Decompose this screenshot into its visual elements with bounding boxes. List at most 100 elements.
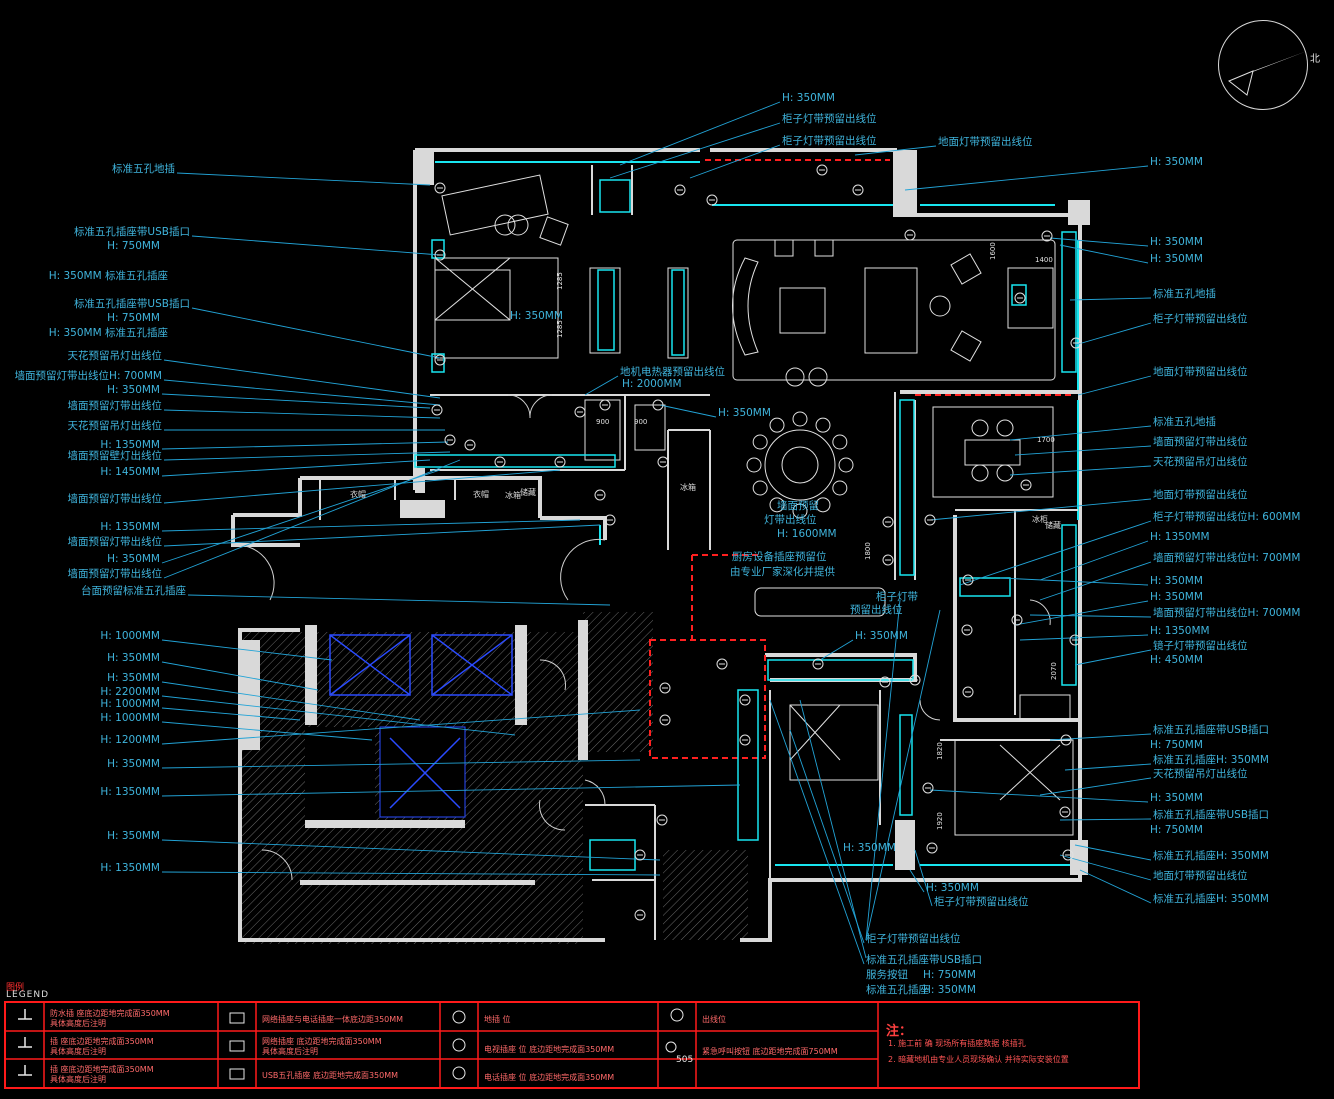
right-labels-24: 标准五孔插座带USB插口: [1153, 809, 1270, 821]
room-tag: 冰柜: [1032, 514, 1048, 524]
left-labels-1: 标准五孔插座带USB插口: [73, 226, 190, 238]
right-labels-6: 标准五孔地插: [1153, 416, 1216, 428]
legend-grid: [6, 1003, 879, 1087]
leader-lines: [161, 101, 1152, 965]
leader-line: [1039, 777, 1152, 796]
dining-chair: [752, 480, 768, 496]
interior-labels-1: 地机电热器预留出线位: [620, 366, 725, 378]
dining-chair: [769, 417, 785, 433]
left-labels-5: H: 750MM: [107, 312, 160, 324]
leader-line: [161, 459, 431, 477]
leader-line: [914, 849, 933, 907]
leader-line: [659, 404, 717, 418]
leader-line: [1074, 322, 1152, 346]
bottom-labels-2: H: 750MM: [923, 969, 976, 981]
leader-line: [689, 144, 781, 179]
right-labels-14: H: 350MM: [1150, 591, 1203, 603]
outlet-icon: [816, 164, 828, 176]
left-labels-7: 天花预留吊灯出线位: [67, 350, 163, 362]
leader-line: [865, 609, 941, 941]
leader-line: [1019, 634, 1149, 641]
wall-fills: [240, 150, 1090, 885]
top-labels-0: H: 350MM: [782, 92, 835, 104]
furniture: [434, 174, 1074, 836]
right-labels-0: H: 350MM: [1150, 156, 1203, 168]
outlet-icon: [962, 686, 974, 698]
top-labels-3: 地面灯带预留出线位: [938, 136, 1033, 148]
right-labels-20: H: 750MM: [1150, 739, 1203, 751]
right-labels-28: 标准五孔插座H: 350MM: [1153, 893, 1269, 905]
interior-labels-3: H: 350MM: [718, 407, 771, 419]
interior-labels-11: H: 350MM: [855, 630, 908, 642]
left-labels-16: H: 1350MM: [100, 521, 160, 533]
leader-line: [176, 172, 431, 186]
left-labels-19: 墙面预留灯带出线位: [67, 568, 163, 580]
left-labels-21: H: 1000MM: [100, 630, 160, 642]
right-labels-10: 柜子灯带预留出线位H: 600MM: [1153, 511, 1301, 523]
left-labels-26: H: 1000MM: [100, 712, 160, 724]
left-labels-9: H: 350MM: [107, 384, 160, 396]
left-labels-8: 墙面预留灯带出线位H: 700MM: [14, 370, 162, 382]
dining-chair: [769, 497, 785, 513]
left-labels-15: 墙面预留灯带出线位: [67, 493, 163, 505]
outlet-icon: [882, 554, 894, 566]
leader-line: [1009, 465, 1152, 476]
outlet-icon: [1070, 337, 1082, 349]
right-labels-21: 标准五孔插座H: 350MM: [1153, 754, 1269, 766]
right-labels-4: 柜子灯带预留出线位: [1153, 313, 1248, 325]
right-labels-13: H: 350MM: [1150, 575, 1203, 587]
dimension-text: 1285: [556, 272, 564, 290]
right-labels-8: 天花预留吊灯出线位: [1153, 456, 1248, 468]
room-tag: 衣帽: [350, 489, 366, 499]
interior-labels-6: H: 1600MM: [777, 528, 837, 540]
leader-line: [161, 695, 516, 736]
outlet-icon: [656, 814, 668, 826]
left-labels-10: 墙面预留灯带出线位: [67, 400, 163, 412]
dining-chair: [792, 411, 808, 427]
legend-word: LEGEND: [6, 990, 50, 1000]
outlet-icon: [464, 439, 476, 451]
leader-line: [959, 520, 1152, 586]
leader-line: [1074, 649, 1152, 666]
interior-labels-5: 灯带出线位: [764, 514, 817, 526]
left-labels-27: H: 1200MM: [100, 734, 160, 746]
outlet-icon: [599, 399, 611, 411]
leader-line: [819, 639, 854, 661]
leader-line: [163, 469, 561, 504]
outlet-icon: [434, 249, 446, 261]
top-labels-2: 柜子灯带预留出线位: [782, 135, 877, 147]
dining-chair: [746, 457, 762, 473]
outlet-icon: [1020, 479, 1032, 491]
outlet-icon: [739, 734, 751, 746]
leader-line: [161, 721, 373, 741]
outlet-icon: [1069, 634, 1081, 646]
leader-line: [161, 639, 333, 661]
interior-labels-2: H: 2000MM: [622, 378, 682, 390]
windows: [435, 161, 1079, 866]
dimension-text: 900: [596, 418, 609, 426]
leader-line: [769, 699, 865, 965]
legend-symbols: [18, 1008, 684, 1080]
outlet-icon: [812, 658, 824, 670]
interior-labels-9: 柜子灯带: [876, 591, 918, 603]
right-labels-2: H: 350MM: [1150, 253, 1203, 265]
interior-labels-0: H: 350MM: [510, 310, 563, 322]
right-labels-11: H: 1350MM: [1150, 531, 1210, 543]
dining-chair: [815, 497, 831, 513]
outlet-icon: [706, 194, 718, 206]
right-labels-3: 标准五孔地插: [1153, 288, 1216, 300]
right-labels-16: H: 1350MM: [1150, 625, 1210, 637]
red-dash-lines: [649, 159, 1075, 759]
outlet-icon: [904, 229, 916, 241]
leader-line: [161, 661, 319, 691]
left-labels-24: H: 2200MM: [100, 686, 160, 698]
elevators: [329, 634, 513, 809]
outlet-icon: [659, 682, 671, 694]
outlet-icon: [554, 456, 566, 468]
doors: [232, 394, 1051, 881]
right-labels-26: 标准五孔插座H: 350MM: [1153, 850, 1269, 862]
leader-line: [161, 709, 641, 745]
left-labels-0: 标准五孔地插: [112, 163, 175, 175]
